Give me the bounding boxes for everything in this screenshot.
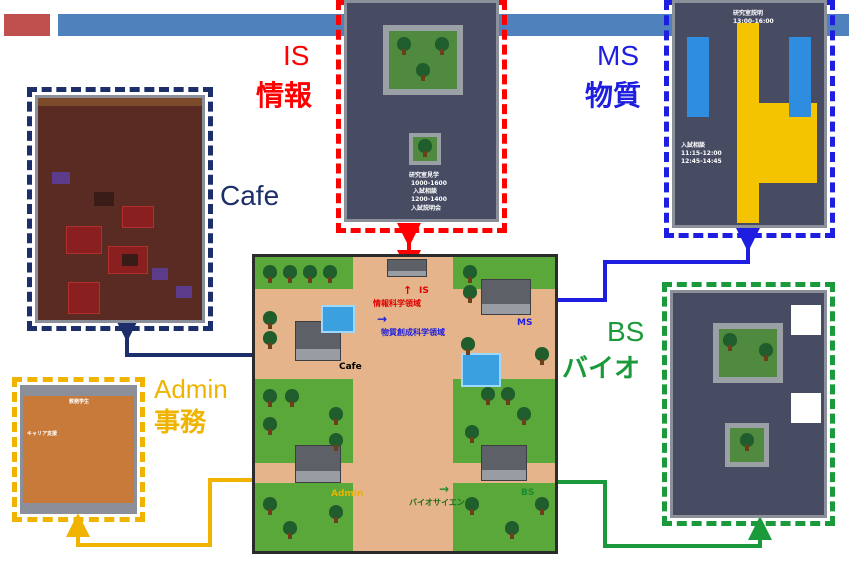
- is-room-line4: 1200-1400: [411, 196, 447, 203]
- map-ms-code: MS: [517, 318, 533, 328]
- map-is-area: 情報科学領域: [373, 299, 421, 308]
- ms-label-en: MS: [597, 40, 639, 71]
- bs-room-map: [670, 290, 827, 518]
- ms-room-time: 13:00-16:00: [733, 18, 774, 25]
- map-is-code: IS: [419, 286, 429, 296]
- ms-room-note1: 入試相談: [681, 142, 706, 149]
- header-bar-red: [4, 14, 50, 36]
- admin-room-left: キャリア支援: [27, 431, 58, 437]
- map-ms-area: 物質創成科学領域: [381, 328, 445, 337]
- is-label-en: IS: [283, 40, 310, 71]
- is-room-line2: 1000-1600: [411, 180, 447, 187]
- ms-room-note2: 11:15-12:00: [681, 150, 722, 157]
- map-admin-code: Admin: [331, 489, 364, 499]
- admin-label-ja: 事務: [154, 408, 207, 438]
- admin-connector: [66, 468, 310, 547]
- admin-label-en: Admin: [154, 374, 228, 404]
- bs-label-en: BS: [607, 316, 645, 347]
- bs-connector: [508, 470, 772, 548]
- ms-room-map: 研究室説明 13:00-16:00 入試相談 11:15-12:00 12:45…: [672, 0, 827, 228]
- ms-connector: [513, 228, 760, 312]
- bs-region-frame: [662, 282, 835, 526]
- ms-label-ja: 物質: [585, 79, 642, 112]
- is-room-line3: 入試相談: [413, 188, 438, 195]
- is-room-map: 研究室見学 1000-1600 入試相談 1200-1400 入試説明会: [344, 0, 499, 222]
- cafe-region-frame: [27, 87, 213, 331]
- map-bs-code: BS: [521, 488, 535, 498]
- map-cafe-code: Cafe: [339, 362, 362, 372]
- ms-room-note3: 12:45-14:45: [681, 158, 722, 165]
- admin-region-frame: [12, 377, 145, 522]
- is-label-ja: 情報: [256, 79, 313, 112]
- admin-room-top: 教務学生: [69, 399, 90, 405]
- cafe-room-map: [35, 95, 205, 323]
- bs-label-ja: バイオ: [562, 354, 641, 384]
- central-campus-map: ↑ IS 情報科学領域 → 物質創成科学領域 MS Cafe Admin → バ…: [252, 254, 558, 554]
- map-bio-area: バイオサイエンス: [409, 498, 473, 507]
- map-ms-arrow: →: [377, 312, 388, 326]
- is-room-line6: 入試説明会: [411, 205, 442, 212]
- admin-room-map: 教務学生 キャリア支援: [20, 385, 137, 514]
- cafe-label-en: Cafe: [220, 180, 280, 211]
- map-bs-arrow: →: [439, 482, 450, 496]
- map-is-arrow: ↑: [403, 284, 413, 297]
- ms-room-header: 研究室説明: [733, 10, 764, 17]
- is-room-line1: 研究室見学: [409, 172, 440, 179]
